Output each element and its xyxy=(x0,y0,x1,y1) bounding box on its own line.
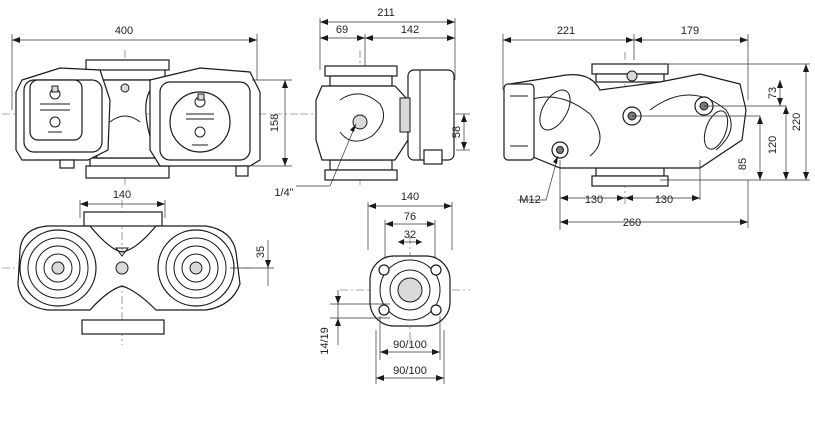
dim-rear-foot-right: 130 xyxy=(655,194,673,206)
dim-flange-bore-76: 76 xyxy=(404,211,416,223)
dim-rear-220: 220 xyxy=(791,113,803,131)
dim-side-right: 142 xyxy=(401,24,419,36)
side-view xyxy=(296,18,470,187)
dim-top-width: 140 xyxy=(113,189,131,201)
dim-top-offset: 35 xyxy=(255,246,267,258)
dim-rear-right: 179 xyxy=(681,25,699,37)
dim-rear-85: 85 xyxy=(737,158,749,170)
dim-flange-pcd-inner: 90/100 xyxy=(393,339,427,351)
dim-rear-left: 221 xyxy=(557,25,575,37)
rear-view xyxy=(502,34,810,230)
bolt-label: M12 xyxy=(519,194,540,206)
dim-flange-pcd-outer: 90/100 xyxy=(393,365,427,377)
dim-side-left: 69 xyxy=(336,24,348,36)
dim-side-port: 58 xyxy=(451,126,463,138)
dim-rear-foot-left: 130 xyxy=(585,194,603,206)
top-view xyxy=(2,200,274,345)
flange-view xyxy=(330,202,470,384)
dim-rear-73: 73 xyxy=(767,87,779,99)
dim-front-height: 158 xyxy=(269,114,281,132)
dim-front-width: 400 xyxy=(115,25,133,37)
dim-rear-foot-total: 260 xyxy=(623,217,641,229)
dim-flange-hole: 14/19 xyxy=(319,327,331,355)
dim-rear-120: 120 xyxy=(767,136,779,154)
thread-label: 1/4" xyxy=(274,187,293,199)
dim-flange-width: 140 xyxy=(401,191,419,203)
dim-flange-bore-32: 32 xyxy=(404,229,416,241)
dim-side-total: 211 xyxy=(377,7,395,19)
front-view xyxy=(2,34,300,185)
